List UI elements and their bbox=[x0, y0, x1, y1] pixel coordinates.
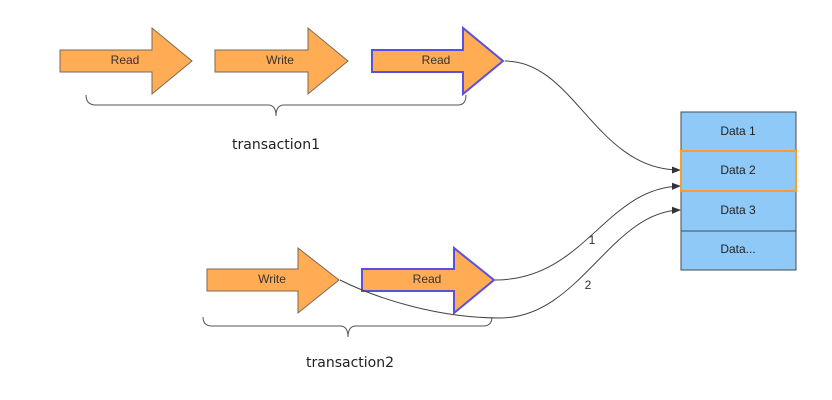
connectors: 1 2 bbox=[339, 60, 681, 319]
t2-read-highlighted-label: Read bbox=[413, 272, 442, 286]
t1-caption: transaction1 bbox=[232, 137, 320, 153]
connector-t1-to-data2 bbox=[504, 60, 681, 174]
data-cell-3: Data 3 bbox=[680, 190, 797, 232]
t1-read-operation: Read bbox=[59, 26, 193, 96]
connector-label-1: 1 bbox=[589, 233, 596, 247]
t1-read-label: Read bbox=[111, 53, 140, 67]
connector-1-t2-to-data2 bbox=[494, 182, 681, 281]
data-cell-1-label: Data 1 bbox=[720, 124, 756, 138]
t1-read-highlighted-arrow-shape bbox=[371, 25, 505, 97]
t1-write-arrow-shape bbox=[214, 26, 349, 96]
t2-write-operation: Write bbox=[206, 246, 340, 315]
data-cell-4: Data... bbox=[680, 230, 797, 271]
connector-2-t2-to-data3 bbox=[339, 206, 681, 319]
connector-label-2: 2 bbox=[585, 278, 592, 292]
transaction1-group: Read Write Read transaction1 bbox=[59, 25, 505, 153]
t2-read-highlighted-arrow-shape bbox=[361, 245, 496, 316]
data-cell-4-box bbox=[680, 230, 797, 271]
data-cell-4-label: Data... bbox=[720, 242, 755, 256]
t2-read-highlighted-operation: Read bbox=[361, 245, 496, 316]
data-cell-3-label: Data 3 bbox=[720, 203, 756, 217]
t1-read-arrow-shape bbox=[59, 26, 193, 96]
t1-read-highlighted-operation: Read bbox=[371, 25, 505, 97]
transaction2-group: Write Read transaction2 bbox=[202, 245, 496, 371]
data-cell-1-box bbox=[680, 111, 797, 152]
data-cell-2-label: Data 2 bbox=[720, 163, 756, 177]
data-store: Data 1 Data 3 Data... Data 2 bbox=[680, 111, 797, 271]
t2-write-label: Write bbox=[258, 272, 286, 286]
data-cell-1: Data 1 bbox=[680, 111, 797, 152]
data-cell-2: Data 2 bbox=[680, 150, 797, 192]
t1-write-label: Write bbox=[266, 53, 294, 67]
data-cell-2-box bbox=[680, 150, 797, 192]
t1-read-highlighted-label: Read bbox=[422, 53, 451, 67]
t2-caption: transaction2 bbox=[306, 355, 394, 371]
t1-brace bbox=[85, 94, 467, 117]
t2-brace bbox=[202, 316, 493, 338]
t1-write-operation: Write bbox=[214, 26, 349, 96]
t2-write-arrow-shape bbox=[206, 246, 340, 315]
